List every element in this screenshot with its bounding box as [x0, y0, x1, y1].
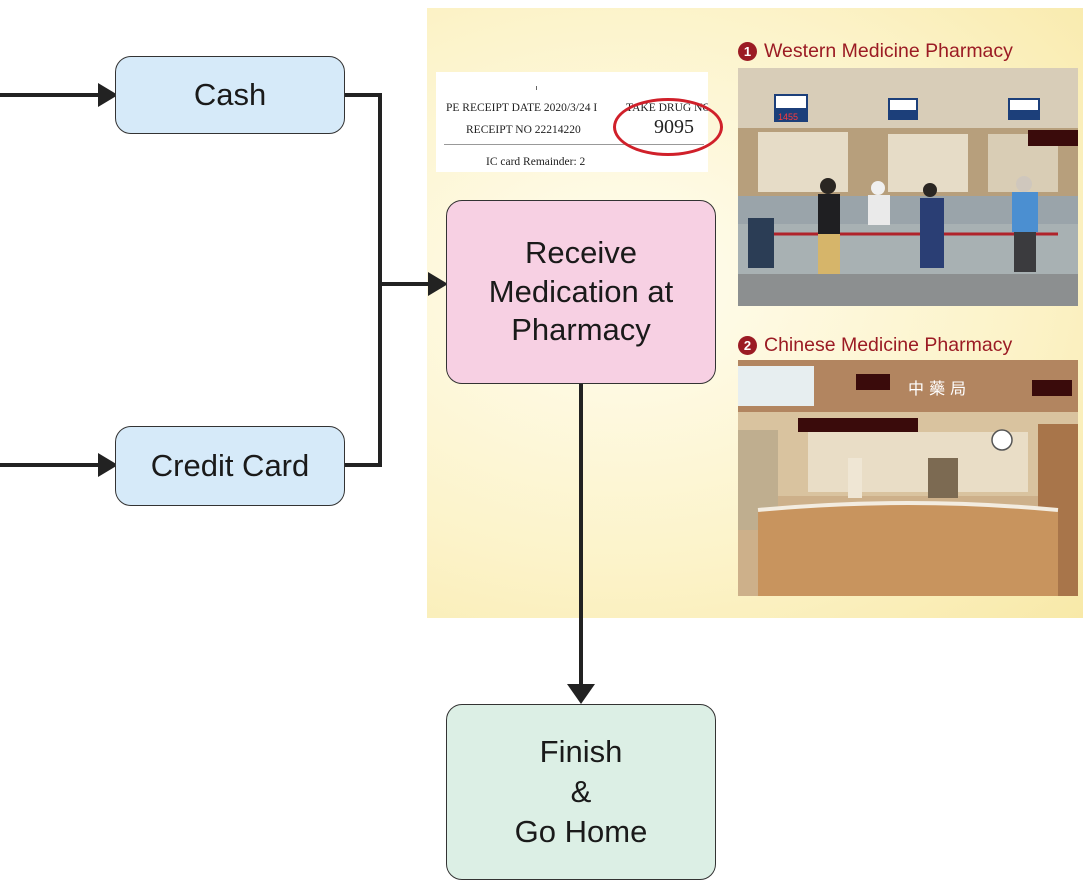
receipt-date-line: PE RECEIPT DATE 2020/3/24 I — [446, 102, 598, 114]
take-drug-highlight-circle — [613, 98, 723, 156]
receipt-no-line: RECEIPT NO 22214220 — [466, 124, 581, 136]
chinese-pharmacy-label: 2 Chinese Medicine Pharmacy — [738, 334, 1012, 357]
finish-line-3: Go Home — [514, 814, 648, 850]
arrowhead-finish — [567, 684, 595, 704]
arrowhead-credit — [98, 453, 118, 477]
credit-card-label: Credit Card — [150, 448, 310, 483]
number-badge-1: 1 — [738, 42, 757, 61]
receipt-divider — [444, 144, 704, 145]
western-pharmacy-photo: 1455 — [738, 68, 1078, 306]
western-pharmacy-label: 1 Western Medicine Pharmacy — [738, 40, 1013, 63]
finish-node: Finish & Go Home — [446, 704, 716, 880]
cash-node: Cash — [115, 56, 345, 134]
receipt-mark — [536, 86, 537, 90]
counter-number: 1455 — [778, 112, 798, 122]
finish-line-1: Finish — [539, 733, 623, 769]
western-pharmacy-text: Western Medicine Pharmacy — [764, 40, 1013, 62]
ic-card-line: IC card Remainder: 2 — [486, 156, 586, 168]
chinese-pharmacy-text: Chinese Medicine Pharmacy — [764, 334, 1013, 356]
credit-card-node: Credit Card — [115, 426, 345, 506]
number-badge-2: 2 — [738, 336, 757, 355]
connector-cash-to-merge — [345, 93, 382, 467]
receive-medication-node: Receive Medication at Pharmacy — [446, 200, 716, 384]
arrowhead-receive — [428, 272, 448, 296]
chinese-sign-text: 中 藥 局 — [908, 379, 966, 398]
arrowhead-cash — [98, 83, 118, 107]
chinese-pharmacy-photo: 中 藥 局 — [738, 360, 1078, 596]
cash-label: Cash — [193, 77, 267, 112]
receive-line-3: Pharmacy — [511, 312, 651, 348]
receive-line-2: Medication at — [488, 273, 674, 309]
finish-line-2: & — [570, 773, 592, 809]
receive-line-1: Receive — [525, 234, 637, 270]
